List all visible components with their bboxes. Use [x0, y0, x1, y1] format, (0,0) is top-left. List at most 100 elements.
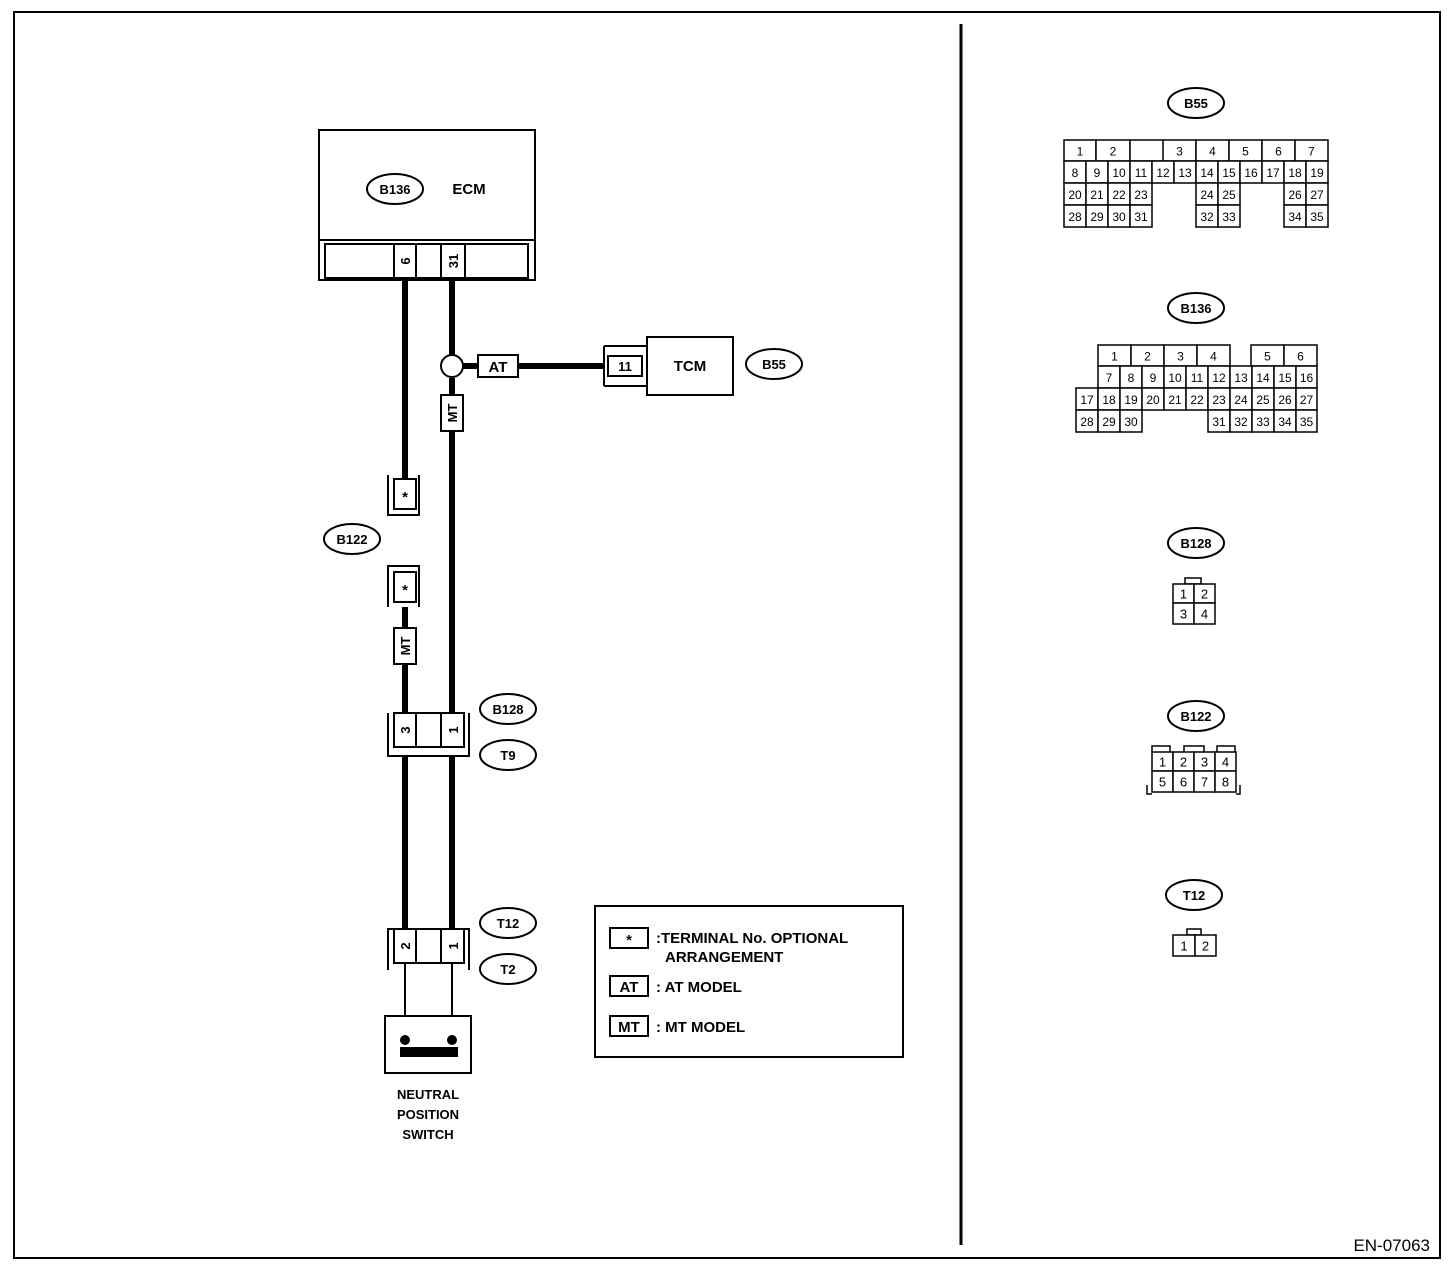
b136-pin-20-label: 20: [1146, 393, 1160, 407]
b55-pin-15-label: 15: [1222, 166, 1236, 180]
b55-pin-18-label: 18: [1288, 166, 1302, 180]
tcm-connector-tag: [745, 348, 803, 380]
neutral-position-switch: NEUTRAL POSITION SWITCH: [384, 1015, 472, 1142]
b55-pin-1-label: 1: [1077, 145, 1084, 159]
tcm-pin-box: [607, 355, 643, 377]
b122-connector-tag: [323, 523, 381, 555]
switch-contact-bar: [400, 1047, 458, 1057]
t12-pin-2-label: 2: [1202, 939, 1209, 954]
b55-pin-5-label: 5: [1242, 145, 1249, 159]
b55-pin-31-label: 31: [1134, 210, 1148, 224]
b55-pin-16-label: 16: [1244, 166, 1258, 180]
switch-label-line-1: NEUTRAL: [397, 1087, 459, 1102]
t2-connector-tag: [479, 953, 537, 985]
b122-pin-2-label: 2: [1180, 755, 1187, 770]
b136-pin-18-label: 18: [1102, 393, 1116, 407]
b122-view-label: B122: [1180, 709, 1211, 724]
b136-pin-15-label: 15: [1278, 371, 1292, 385]
tcm-pin-11: 11: [618, 359, 632, 374]
b136-pin-32-label: 32: [1234, 415, 1248, 429]
b122-joint: * * B122: [323, 475, 420, 607]
b122-pin-3-label: 3: [1201, 755, 1208, 770]
at-wire-tag-label: AT: [489, 359, 508, 376]
b55-pin-30-label: 30: [1112, 210, 1126, 224]
b136-pin-1-label: 1: [1111, 350, 1118, 364]
t9-connector-label: T9: [500, 748, 515, 763]
b136-pin-4-label: 4: [1210, 350, 1217, 364]
t12-pin-1-label: 1: [1180, 939, 1187, 954]
ecm-pin-31: 31: [446, 254, 461, 268]
b55-pin-28-label: 28: [1068, 210, 1082, 224]
b136-pin-34-label: 34: [1278, 415, 1292, 429]
b136-pin-26-label: 26: [1278, 393, 1292, 407]
b55-pin-34-label: 34: [1288, 210, 1302, 224]
figure-id: EN-07063: [1353, 1236, 1430, 1255]
t12-pin-2-cell: [1194, 934, 1217, 957]
b55-pin-11-label: 11: [1135, 166, 1148, 180]
b136-pin-7-label: 7: [1106, 371, 1113, 385]
b122-pin-6-label: 6: [1180, 775, 1187, 790]
ecm-label: ECM: [452, 181, 485, 198]
b55-pin-4-label: 4: [1209, 145, 1216, 159]
switch-label-line-2: POSITION: [397, 1107, 459, 1122]
b136-pin-35-label: 35: [1300, 415, 1314, 429]
b136-pin-21-label: 21: [1168, 393, 1182, 407]
b136-pin-14-label: 14: [1256, 371, 1270, 385]
b122-connector-label: B122: [336, 532, 367, 547]
ecm-connector-strip: [324, 243, 529, 279]
legend-symbol-box-at: [609, 975, 649, 997]
b122-pin-1-label: 1: [1159, 755, 1166, 770]
t12-t2-connector: 2 1 T12 T2: [387, 907, 537, 985]
t12-connector-label: T12: [497, 916, 519, 931]
mt-wire-tag-upper: [440, 394, 464, 432]
b55-pin-17-label: 17: [1266, 166, 1280, 180]
at-wire-tag: [477, 354, 519, 378]
legend-text-optional-line-2: ARRANGEMENT: [665, 949, 783, 966]
b136-pin-2-label: 2: [1144, 350, 1151, 364]
b55-pin-35-cell: [1305, 204, 1329, 228]
b128-view-label: B128: [1180, 536, 1211, 551]
b55-pin-blank-cell: [1129, 139, 1165, 162]
b136-pin-10-label: 10: [1168, 371, 1182, 385]
b55-pin-27-label: 27: [1310, 188, 1324, 202]
ecm-connector-label: B136: [379, 182, 410, 197]
b55-pin-9-label: 9: [1094, 166, 1101, 180]
b55-pin-7-label: 7: [1308, 145, 1315, 159]
b136-pin-5-label: 5: [1264, 350, 1271, 364]
b136-pin-31-label: 31: [1212, 415, 1226, 429]
b136-pin-8-label: 8: [1128, 371, 1135, 385]
ecm-unit: 6 31 B136 ECM: [318, 129, 536, 281]
t12-view-tag: [1165, 879, 1223, 911]
b136-pin-12-label: 12: [1212, 371, 1226, 385]
b122-pin-7-label: 7: [1201, 775, 1208, 790]
b128-pin-4-label: 4: [1201, 607, 1208, 622]
b128-pin-4-cell: [1193, 602, 1216, 625]
b136-pin-24-label: 24: [1234, 393, 1248, 407]
b55-pin-35-label: 35: [1310, 210, 1324, 224]
b122-pin-5-label: 5: [1159, 775, 1166, 790]
legend-text-at: : AT MODEL: [656, 979, 742, 996]
b55-pin-10-label: 10: [1112, 166, 1126, 180]
b136-pin-3-label: 3: [1177, 350, 1184, 364]
t2-connector-label: T2: [500, 962, 515, 977]
ecm-connector-tag: [366, 173, 424, 205]
mt-wire-tag-lower-label: MT: [398, 637, 413, 656]
t12-connector-tag: [479, 907, 537, 939]
t12-pin-1: 1: [446, 942, 461, 949]
tcm-connector-label: B55: [762, 357, 786, 372]
b55-pin-12-label: 12: [1156, 166, 1170, 180]
b136-pin-13-label: 13: [1234, 371, 1248, 385]
b136-pin-17-label: 17: [1080, 393, 1094, 407]
b122-mark-upper: *: [402, 489, 408, 506]
b55-pin-26-label: 26: [1288, 188, 1302, 202]
tcm-label: TCM: [674, 358, 707, 375]
b128-pin-1-label: 1: [1180, 587, 1187, 602]
